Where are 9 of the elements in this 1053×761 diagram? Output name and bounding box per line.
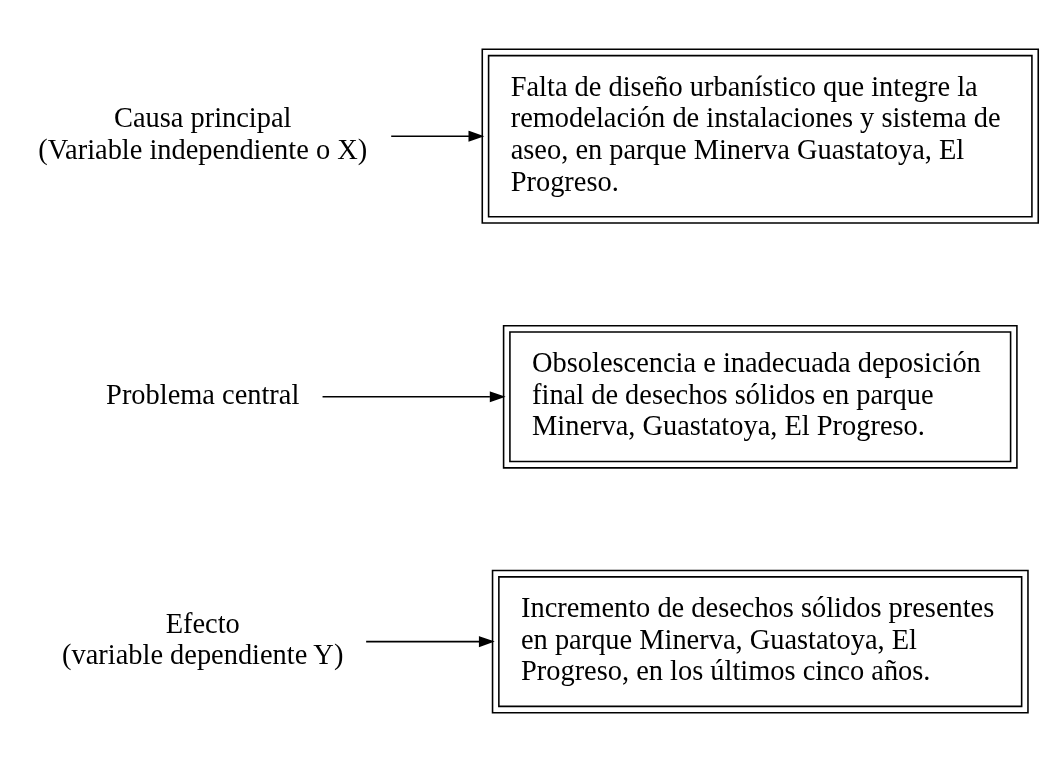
node-box: Falta de diseño urbanístico que integre la remodelación de instalaciones y sistema de aseo, en parque Minerva Guastatoya, El Progreso. <box>481 48 1040 224</box>
node-box: Incremento de desechos sólidos presentes en parque Minerva, Guastatoya, El Progreso, en los últimos cinco años. <box>491 569 1029 713</box>
arrow <box>365 635 495 647</box>
arrow <box>390 130 485 142</box>
node-box: Obsolescencia e inadecuada deposición final de desechos sólidos en parque Minerva, Guastatoya, El Progreso. <box>502 324 1018 469</box>
node-text: Problema central <box>106 378 300 410</box>
arrow <box>321 390 506 402</box>
node-text: Causa principal (Variable independiente o X) <box>38 101 368 165</box>
node-text: Efecto (variable dependiente Y) <box>62 607 344 670</box>
